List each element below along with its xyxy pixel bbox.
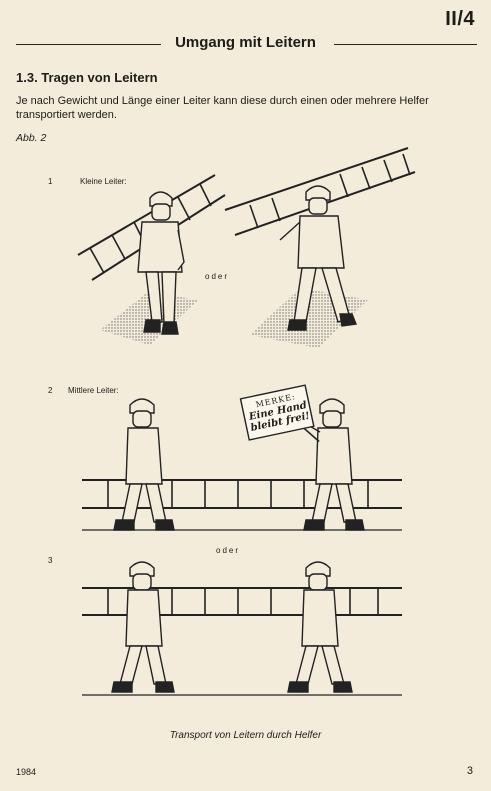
oder-separator-2: oder	[216, 546, 241, 555]
intro-paragraph: Je nach Gewicht und Länge einer Leiter k…	[16, 95, 429, 121]
footer-year: 1984	[16, 767, 37, 777]
header-rule-left	[16, 44, 161, 45]
figure-2-two-soldiers-medium-ladder	[82, 398, 402, 531]
oder-separator-1: oder	[205, 272, 230, 281]
section-heading: 1.3. Tragen von Leitern	[16, 70, 158, 85]
merke-sign	[239, 384, 320, 443]
figure-1b-soldier-long-ladder	[224, 147, 416, 348]
figure-3-two-soldiers-ladder-at-hip	[82, 561, 402, 696]
figure-reference: Abb. 2	[16, 132, 47, 144]
section-code: II/4	[445, 8, 475, 30]
header-rule-right	[334, 44, 477, 45]
page-title: Umgang mit Leitern	[0, 34, 491, 51]
step-3-number: 3	[48, 556, 53, 565]
figure-1a-soldier-small-ladder	[77, 174, 226, 345]
step-2-number: 2	[48, 386, 53, 395]
step-2-label: Mittlere Leiter:	[68, 386, 119, 395]
step-1-number: 1	[48, 177, 53, 186]
page-number: 3	[466, 765, 473, 777]
figure-caption: Transport von Leitern durch Helfer	[169, 730, 322, 741]
step-1-label: Kleine Leiter:	[80, 177, 127, 186]
